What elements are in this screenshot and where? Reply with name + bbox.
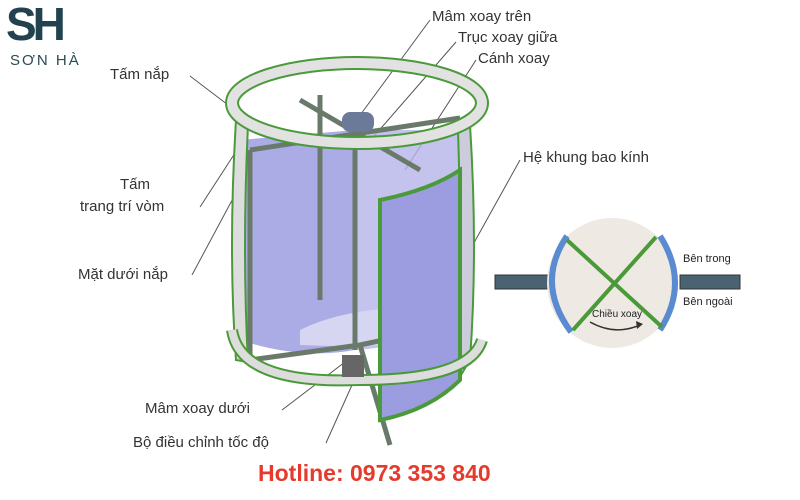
label-speed-controller: Bộ điều chỉnh tốc độ	[133, 434, 269, 451]
left-frame	[231, 118, 250, 364]
label-dome-plate-1: Tấm	[120, 176, 150, 193]
label-cover-plate: Tấm nắp	[110, 66, 170, 83]
label-top-turntable: Mâm xoay trên	[432, 8, 532, 25]
hotline: Hotline: 0973 353 840	[258, 460, 491, 486]
curved-glass-front	[378, 166, 462, 423]
logo-name: SƠN HÀ	[10, 52, 81, 69]
bottom-turntable	[342, 355, 364, 377]
logo: SH	[6, 0, 66, 50]
label-wing: Cánh xoay	[478, 50, 550, 67]
top-turntable	[342, 112, 374, 132]
label-cover-underside: Mặt dưới nắp	[78, 266, 168, 283]
label-outside: Bên ngoài	[683, 296, 733, 308]
label-inside: Bên trong	[683, 253, 731, 265]
plan-view	[494, 218, 741, 348]
label-bottom-turntable: Mâm xoay dưới	[145, 400, 250, 417]
label-rotation: Chiều xoay	[592, 309, 643, 320]
label-dome-plate-2: trang trí vòm	[80, 198, 165, 215]
label-center-shaft: Trục xoay giữa	[458, 29, 558, 46]
label-glass-frame: Hệ khung bao kính	[523, 149, 649, 166]
